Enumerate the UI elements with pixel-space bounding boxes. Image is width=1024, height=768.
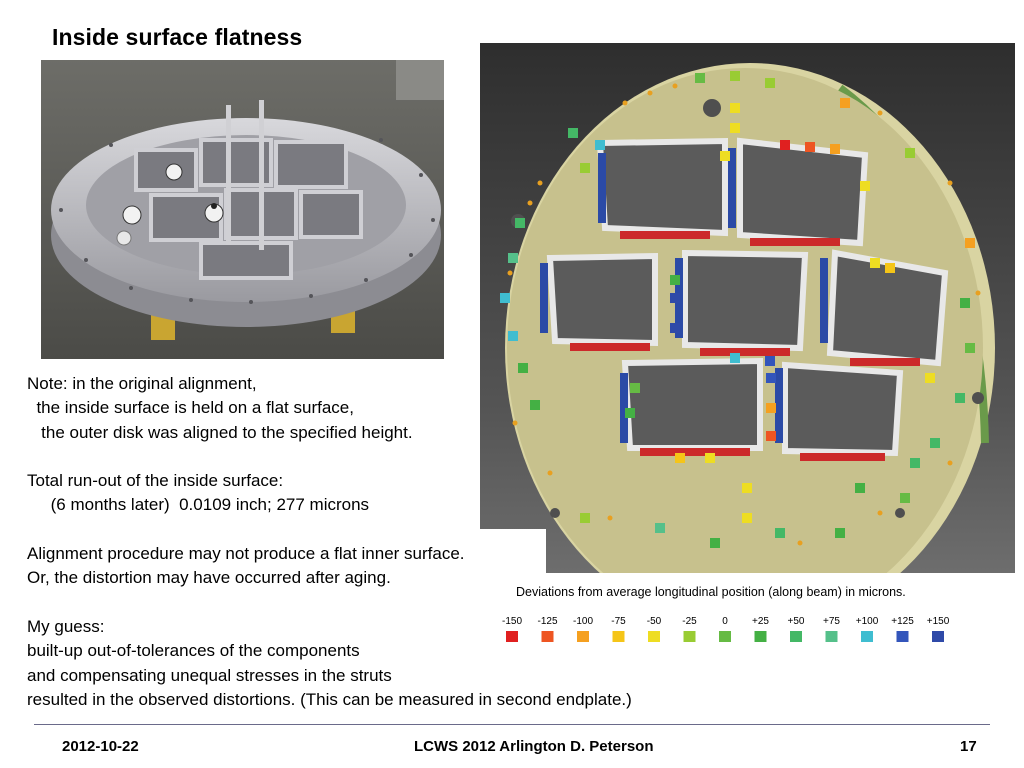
scale-label: +125 [891, 616, 914, 627]
note-line-3: the outer disk was aligned to the specif… [27, 422, 413, 442]
footer-author: LCWS 2012 Arlington D. Peterson [414, 738, 654, 755]
guess-line-1: built-up out-of-tolerances of the compon… [27, 641, 360, 661]
scale-swatch [896, 631, 909, 642]
footer-divider [34, 724, 990, 725]
scale-label: +50 [788, 616, 805, 627]
body-text: Note: in the original alignment, the ins… [27, 372, 767, 712]
blank-line [27, 518, 767, 542]
scale-label: -125 [537, 616, 557, 627]
guess-line-3: resulted in the observed distortions. (T… [27, 689, 632, 709]
runout-line-2: (6 months later) 0.0109 inch; 277 micron… [27, 495, 370, 515]
blank-line [27, 445, 767, 469]
scale-label: +75 [823, 616, 840, 627]
slide-title: Inside surface flatness [52, 24, 303, 50]
scale-label: -150 [502, 616, 522, 627]
scale-swatch [648, 631, 660, 642]
caption-notch [480, 529, 546, 573]
endplate-photo [41, 60, 444, 359]
scale-swatch [541, 631, 554, 642]
deviation-map: Deviations from average longitudinal pos… [480, 43, 1015, 657]
runout-line-1: Total run-out of the inside surface: [27, 471, 284, 491]
note-line-1: Note: in the original alignment, [27, 374, 257, 393]
scale-label: +100 [856, 616, 879, 627]
deviation-scale: -150 -125 -100 -75 -50 -25 0 +25 +50 +75 +100 +125 +… [502, 616, 950, 642]
note-line-2: the inside surface is held on a flat sur… [27, 398, 354, 418]
scale-label: -25 [682, 616, 697, 627]
scale-swatch [825, 631, 838, 642]
guess-heading: My guess: [27, 616, 105, 636]
scale-swatch [790, 631, 802, 642]
scale-swatch [719, 631, 731, 642]
scale-swatch [506, 631, 518, 642]
page-number: 17 [960, 738, 977, 755]
procedure-line-2: Or, the distortion may have occurred aft… [27, 568, 391, 588]
blank-line [27, 591, 767, 615]
guess-line-2: and compensating unequal stresses in the… [27, 665, 392, 685]
scale-label: +150 [927, 616, 950, 627]
scale-swatch [683, 631, 696, 642]
scale-swatch [861, 631, 873, 642]
scale-label: +25 [752, 616, 769, 627]
scale-swatch [754, 631, 767, 642]
footer-date: 2012-10-22 [62, 738, 139, 755]
deviation-markers [500, 71, 975, 548]
scale-label: 0 [722, 616, 728, 627]
scale-swatch [577, 631, 589, 642]
scale-swatch [932, 631, 944, 642]
scale-swatch [612, 631, 625, 642]
scale-label: -50 [647, 616, 662, 627]
scale-label: -100 [573, 616, 593, 627]
scale-label: -75 [611, 616, 626, 627]
deviation-caption: Deviations from average longitudinal pos… [516, 585, 906, 599]
procedure-line-1: Alignment procedure may not produce a fl… [27, 544, 465, 564]
